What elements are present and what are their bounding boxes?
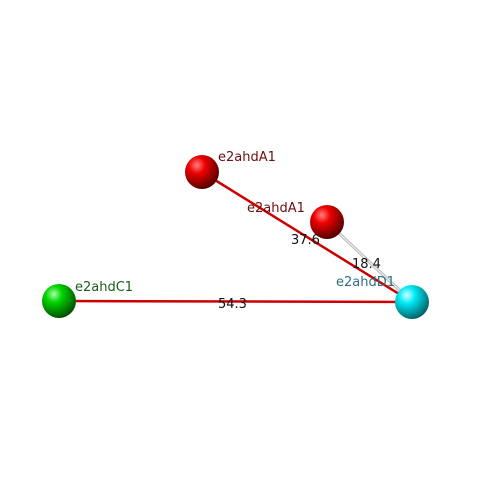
atom-d1[interactable] bbox=[395, 285, 429, 319]
distance-line-a1mid-d1-inner bbox=[326, 221, 413, 303]
distance-line-c1-d1 bbox=[58, 299, 413, 304]
distance-label-a1mid-d1: 18.4 bbox=[352, 257, 381, 272]
distance-label-c1-d1: 54.3 bbox=[218, 297, 247, 312]
distance-line-a1top-d1 bbox=[201, 170, 413, 304]
atom-c1[interactable] bbox=[42, 284, 76, 318]
atom-a1-top[interactable] bbox=[185, 155, 219, 189]
label-a1-mid: e2ahdA1 bbox=[247, 201, 305, 216]
label-d1: e2ahdD1 bbox=[336, 275, 395, 290]
label-a1-top: e2ahdA1 bbox=[218, 150, 276, 165]
distance-label-a1top-d1: 37.6 bbox=[291, 233, 320, 248]
label-c1: e2ahdC1 bbox=[75, 280, 133, 295]
atom-a1-mid[interactable] bbox=[310, 205, 344, 239]
